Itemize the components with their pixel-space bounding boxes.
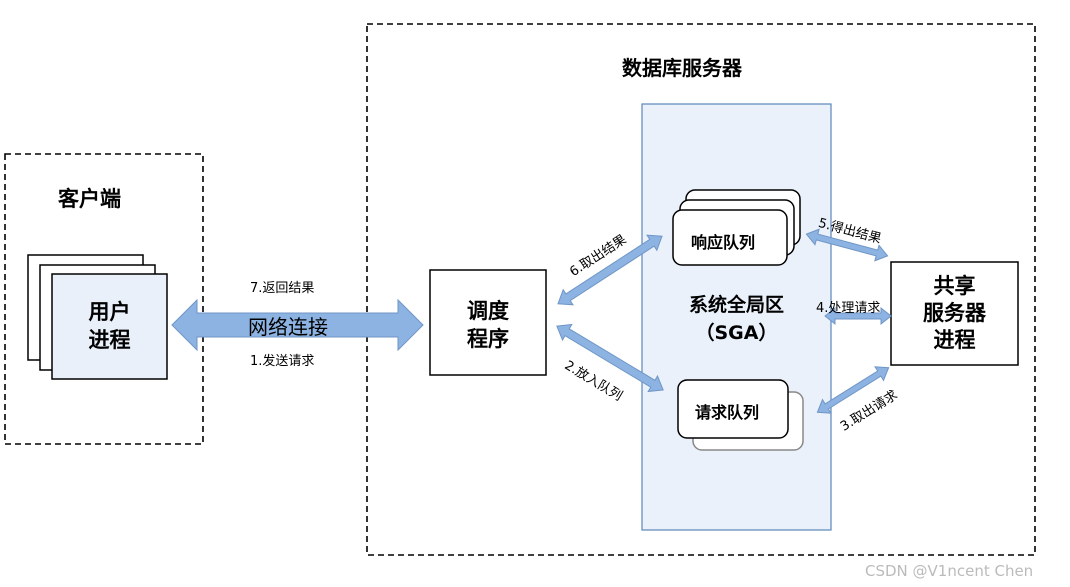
- dispatcher-line2: 程序: [467, 327, 509, 351]
- user-process-label: 用户 进程: [52, 298, 167, 354]
- response-queue-label: 响应队列: [691, 233, 756, 252]
- step-1-label: 1.发送请求: [250, 354, 315, 369]
- request-queue-label: 请求队列: [695, 403, 760, 422]
- arrow-enqueue: [556, 323, 664, 393]
- client-container: [4, 153, 204, 445]
- step-4-label: 4.处理请求: [816, 301, 881, 316]
- network-label: 网络连接: [248, 315, 328, 339]
- shared-server-line2: 服务器: [923, 301, 986, 325]
- arrow-get-result: [805, 228, 889, 262]
- network-arrow: [171, 298, 424, 352]
- server-title: 数据库服务器: [622, 56, 742, 80]
- arrow-fetch-request: [816, 366, 890, 414]
- watermark-text: CSDN @V1ncent Chen: [865, 562, 1034, 580]
- arrow-process-request: [824, 306, 892, 326]
- user-process-line2: 进程: [88, 328, 131, 352]
- shared-server-line3: 进程: [933, 328, 976, 352]
- sga-label: 系统全局区 （SGA）: [642, 291, 831, 347]
- user-process-line1: 用户: [88, 300, 131, 324]
- client-title: 客户端: [58, 187, 121, 211]
- dispatcher-line1: 调度: [467, 299, 509, 323]
- arrow-take-result: [557, 234, 663, 306]
- step-7-label: 7.返回结果: [250, 281, 315, 296]
- sga-line2: （SGA）: [695, 322, 778, 344]
- sga-area: [641, 103, 832, 531]
- shared-server-box: [890, 261, 1019, 366]
- dispatcher-box: [429, 269, 547, 376]
- sga-line1: 系统全局区: [688, 294, 784, 316]
- shared-server-line1: 共享: [933, 274, 976, 298]
- response-queue-box: [672, 209, 788, 266]
- shared-server-label: 共享 服务器 进程: [891, 273, 1018, 354]
- server-container: [366, 23, 1036, 556]
- request-queue-box: [677, 379, 789, 439]
- user-process-box: [51, 273, 168, 380]
- dispatcher-label: 调度 程序: [430, 297, 546, 353]
